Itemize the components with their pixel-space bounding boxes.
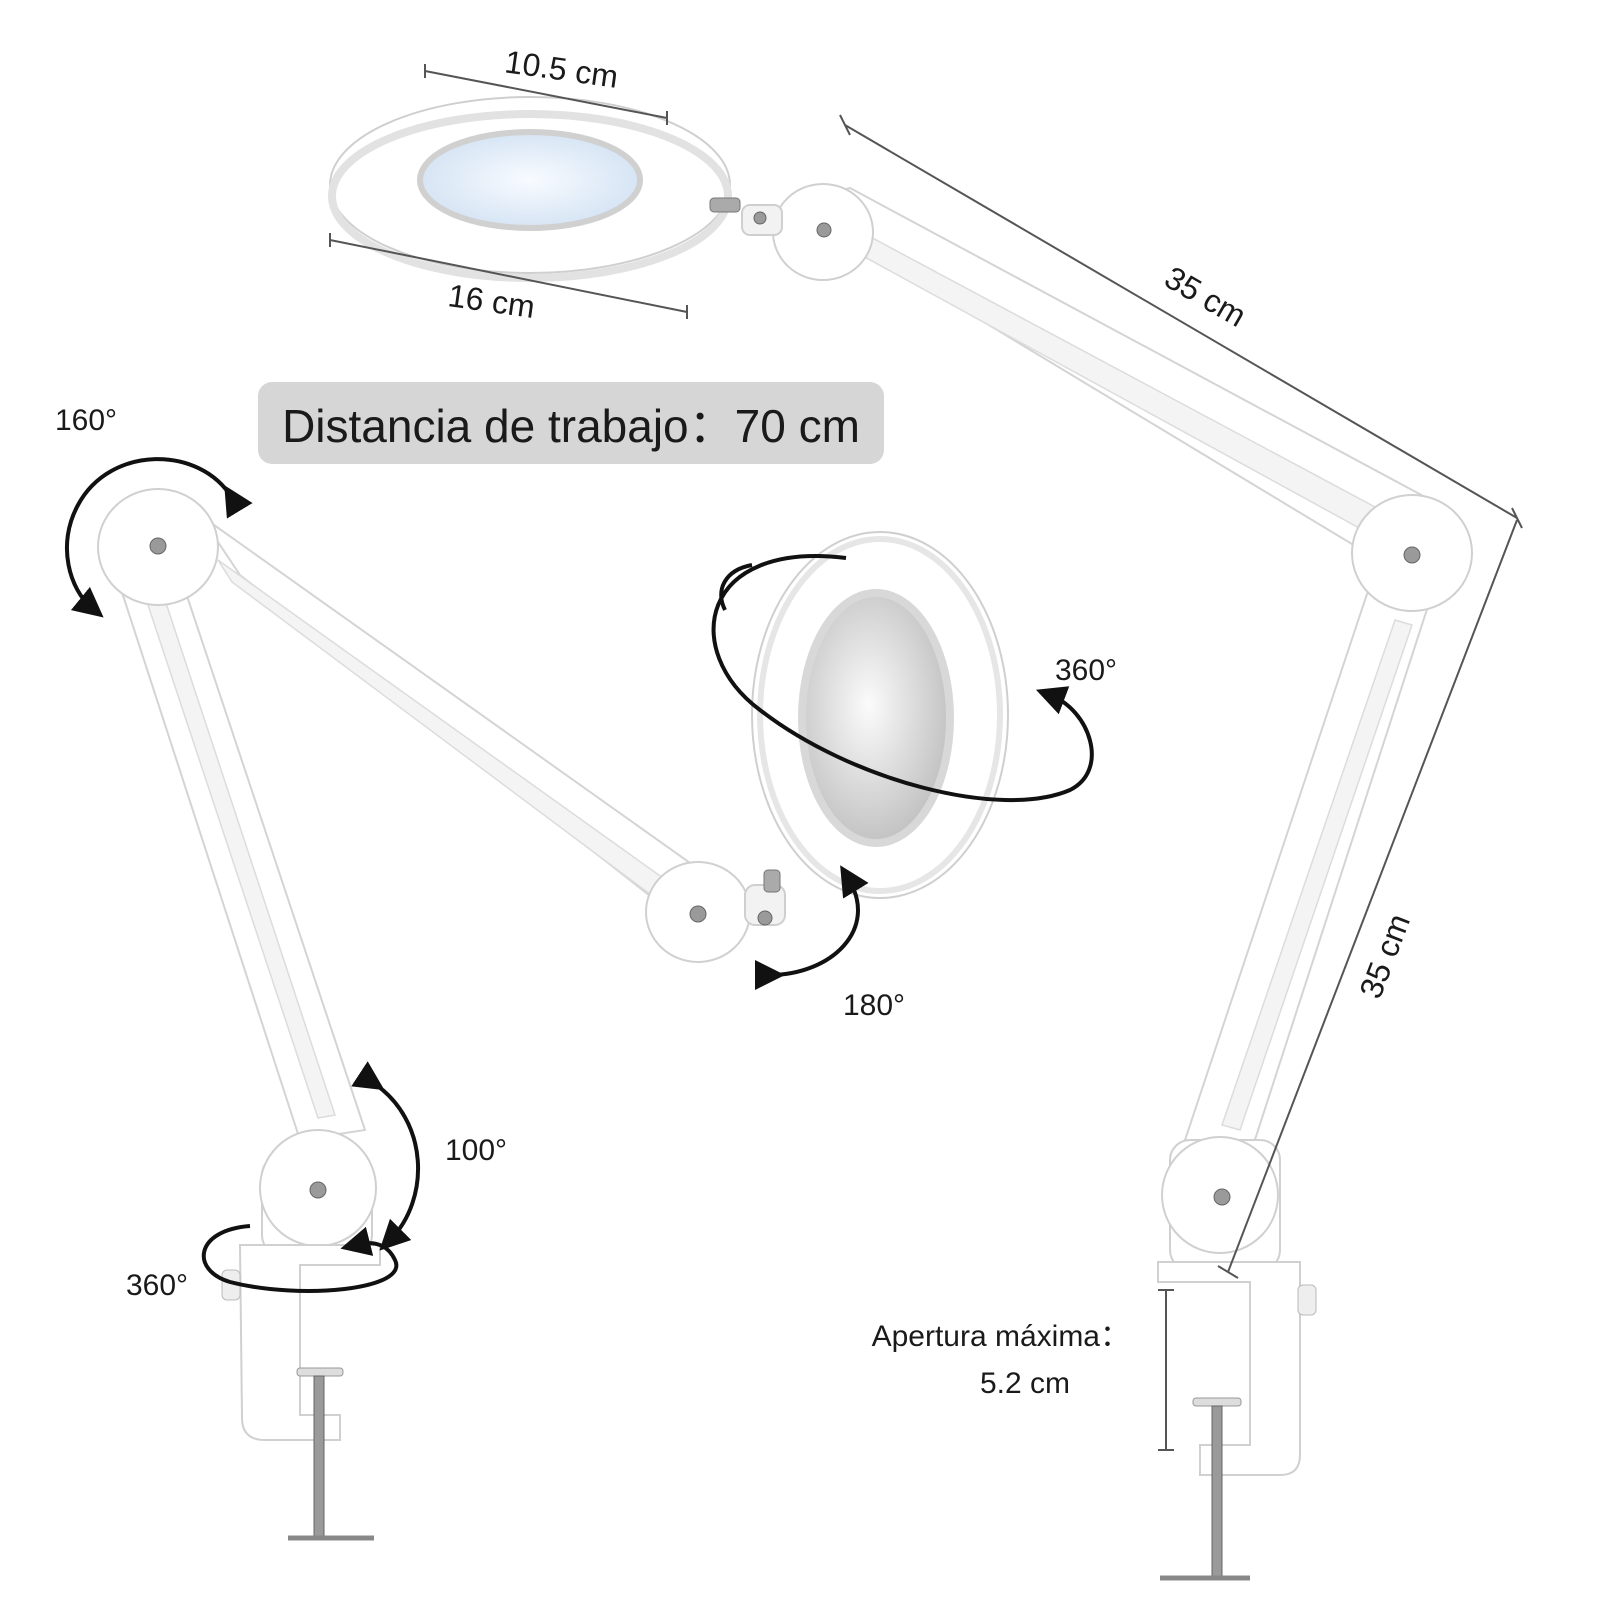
- lower-arm-dimension-line: [1227, 519, 1518, 1273]
- left-head-hinge: [763, 869, 781, 893]
- right-base-pin: [1213, 1188, 1231, 1206]
- right-screw: [1211, 1405, 1223, 1577]
- lower-arm-tick: [1217, 1265, 1239, 1279]
- clamp-opening-label: Apertura máxima：: [872, 1320, 1130, 1353]
- right-head-pin: [816, 222, 832, 238]
- head-swivel-arrow-tail: [719, 563, 753, 611]
- right-elbow-pin: [1403, 546, 1421, 564]
- left-head-pin: [689, 905, 707, 923]
- head-dimension-line: [329, 239, 688, 313]
- right-head-hinge: [709, 197, 741, 213]
- head-dimension-label: 16 cm: [446, 277, 537, 325]
- left-connector-pin: [757, 910, 773, 926]
- left-shoulder-pin: [149, 537, 167, 555]
- left-clamp: [238, 1244, 381, 1441]
- base-swivel-label: 360°: [126, 1269, 188, 1302]
- head-swivel-label: 360°: [1055, 654, 1117, 687]
- right-clamp: [1157, 1261, 1301, 1476]
- left-base-pin: [309, 1181, 327, 1199]
- left-screw: [313, 1375, 325, 1537]
- left-lower-arm-slot: [146, 602, 336, 1119]
- head-tilt-label: 180°: [843, 989, 905, 1022]
- left-lamp: 160° 360° 180° 100° 360°: [55, 404, 1117, 1541]
- right-connector-pin: [753, 211, 767, 225]
- upper-arm-dimension-label: 35 cm: [1159, 259, 1252, 334]
- left-magnifier-head: [751, 531, 1009, 899]
- elbow-rotation-arrow: [351, 1061, 421, 1251]
- lens-dimension-line: [424, 70, 668, 119]
- lens-dimension-label: 10.5 cm: [503, 43, 621, 94]
- head-swivel-arrow: [711, 554, 1094, 803]
- base-swivel-arrow: [201, 1224, 399, 1293]
- shoulder-rotation-arrow: [64, 457, 253, 618]
- right-screw-pad: [1192, 1397, 1242, 1407]
- right-upper-arm-slot: [828, 225, 1392, 536]
- left-head-ring-edge: [757, 536, 1003, 894]
- right-lower-arm-slot: [1221, 619, 1413, 1131]
- right-lens: [417, 129, 643, 231]
- working-distance-badge: Distancia de trabajo：70 cm: [258, 382, 884, 464]
- upper-arm-tick-a: [839, 114, 851, 136]
- right-clamp-knob: [1297, 1284, 1317, 1316]
- right-head-ring-edge: [328, 110, 732, 282]
- working-distance-text: Distancia de trabajo：70 cm: [282, 400, 860, 452]
- left-screw-pad: [296, 1367, 344, 1377]
- left-upper-arm-slot: [217, 559, 685, 917]
- elbow-rotation-label: 100°: [445, 1134, 507, 1167]
- clamp-opening-value: 5.2 cm: [980, 1367, 1070, 1400]
- shoulder-rotation-label: 160°: [55, 404, 117, 437]
- left-lens: [798, 589, 954, 847]
- head-tilt-arrow: [754, 865, 869, 991]
- upper-arm-tick-b: [1511, 507, 1523, 529]
- right-magnifier-head: [328, 96, 741, 282]
- upper-arm-dimension-line: [844, 124, 1518, 519]
- right-lamp: 10.5 cm 16 cm 35 cm 35 cm Apertura máxim…: [328, 43, 1523, 1581]
